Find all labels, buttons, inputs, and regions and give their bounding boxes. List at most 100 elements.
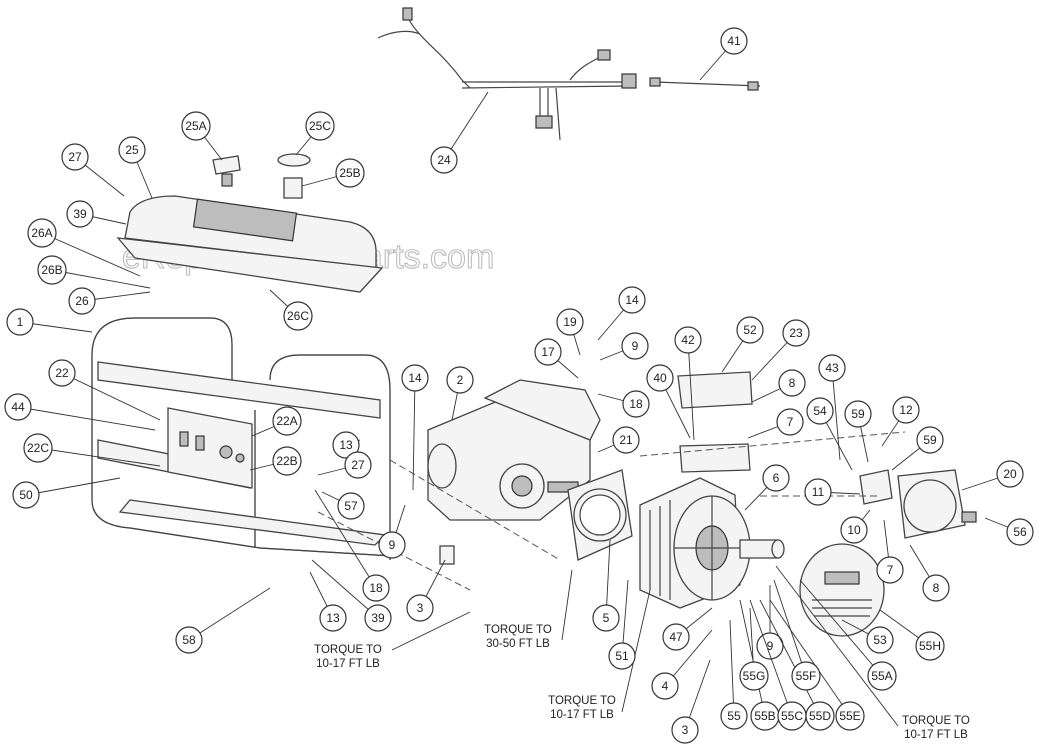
torque-note-frame: TORQUE TO 10-17 FT LB [314, 611, 471, 670]
callout-leader [749, 599, 793, 717]
callout-label: 4 [662, 679, 669, 693]
callout-label: 25C [309, 119, 331, 133]
callout-10: 10 [840, 516, 868, 544]
torque-note-stator: TORQUE TO 10-17 FT LB [548, 589, 651, 721]
callout-13: 13 [319, 604, 347, 632]
muffler-bracket [859, 469, 893, 505]
callout-label: 7 [787, 415, 794, 429]
callout-1: 1 [6, 308, 34, 336]
callout-54: 54 [806, 397, 834, 425]
callout-leader [17, 406, 156, 431]
callout-label: 25B [339, 166, 360, 180]
callout-label: 25 [125, 143, 139, 157]
callout-label: 19 [563, 315, 577, 329]
callout-25: 25 [118, 136, 146, 164]
callout-label: 55A [871, 669, 892, 683]
callout-55d: 55D [805, 701, 835, 731]
callout-leader [759, 599, 821, 717]
callout-18: 18 [362, 574, 390, 602]
callout-label: 18 [629, 397, 643, 411]
callout-26a: 26A [27, 218, 57, 248]
muffler [897, 469, 977, 539]
callout-41: 41 [720, 27, 748, 55]
callout-8: 8 [778, 369, 806, 397]
callout-leader [25, 477, 121, 496]
svg-text:10-17 FT LB: 10-17 FT LB [550, 709, 614, 721]
callout-group: 1233456778899910111213131414171818192021… [4, 27, 1034, 744]
callout-label: 3 [682, 723, 689, 737]
end-cover [799, 543, 885, 637]
callout-58: 58 [175, 626, 203, 654]
callout-39: 39 [364, 604, 392, 632]
callout-label: 9 [767, 639, 774, 653]
callout-label: 5 [603, 611, 610, 625]
callout-leader [188, 587, 271, 641]
callout-label: 11 [812, 485, 825, 499]
callout-20: 20 [996, 460, 1024, 488]
rotor-shaft [739, 539, 785, 559]
callout-label: 47 [669, 630, 683, 644]
callout-12: 12 [892, 396, 920, 424]
callout-label: 1 [17, 315, 24, 329]
callout-label: 55H [919, 639, 941, 653]
callout-43: 43 [818, 354, 846, 382]
callout-11: 11 [804, 478, 832, 506]
callout-leader [687, 339, 695, 441]
callout-9: 9 [756, 632, 784, 660]
callout-label: 27 [68, 150, 82, 164]
fuel-gauge [212, 155, 241, 187]
callout-24: 24 [430, 146, 458, 174]
callout-label: 7 [887, 563, 894, 577]
callout-label: 22 [55, 366, 69, 380]
battery-cable [649, 77, 761, 91]
engine-adapter [567, 469, 633, 561]
callout-21: 21 [612, 426, 640, 454]
callout-40: 40 [646, 364, 674, 392]
callout-6: 6 [762, 464, 790, 492]
callout-22c: 22C [23, 433, 53, 463]
callout-label: 27 [351, 458, 365, 472]
callout-23: 23 [782, 319, 810, 347]
callout-label: 55F [796, 669, 817, 683]
callout-label: 57 [344, 499, 358, 513]
callout-label: 13 [326, 611, 340, 625]
callout-label: 10 [847, 523, 861, 537]
callout-label: 17 [541, 345, 555, 359]
callout-label: 50 [19, 488, 33, 502]
callout-label: 14 [625, 293, 639, 307]
callout-label: 9 [389, 538, 396, 552]
callout-label: 52 [743, 323, 757, 337]
svg-text:TORQUE TO: TORQUE TO [902, 715, 970, 727]
callout-label: 44 [11, 400, 25, 414]
callout-19: 19 [556, 308, 584, 336]
callout-label: 55G [743, 669, 766, 683]
callout-27: 27 [61, 143, 89, 171]
callout-label: 59 [923, 433, 937, 447]
callout-47: 47 [662, 623, 690, 651]
callout-label: 22C [27, 441, 49, 455]
callout-label: 39 [73, 207, 87, 221]
callout-25c: 25C [305, 111, 335, 141]
callout-label: 22A [276, 414, 297, 428]
callout-leader [729, 619, 735, 717]
callout-9: 9 [378, 531, 406, 559]
callout-label: 22B [276, 454, 297, 468]
callout-44: 44 [4, 393, 32, 421]
callout-label: 54 [813, 404, 827, 418]
callout-26c: 26C [283, 301, 313, 331]
callout-label: 21 [619, 433, 633, 447]
callout-leader [37, 447, 161, 467]
callout-8: 8 [922, 574, 950, 602]
callout-5: 5 [592, 604, 620, 632]
callout-label: 55D [809, 709, 831, 723]
callout-label: 26 [75, 294, 89, 308]
callout-label: 51 [615, 649, 629, 663]
callout-3: 3 [671, 716, 699, 744]
callout-label: 3 [417, 601, 424, 615]
callout-leader [61, 372, 161, 421]
callout-22: 22 [48, 359, 76, 387]
callout-label: 12 [899, 403, 913, 417]
callout-22a: 22A [272, 406, 302, 436]
callout-4: 4 [651, 672, 679, 700]
